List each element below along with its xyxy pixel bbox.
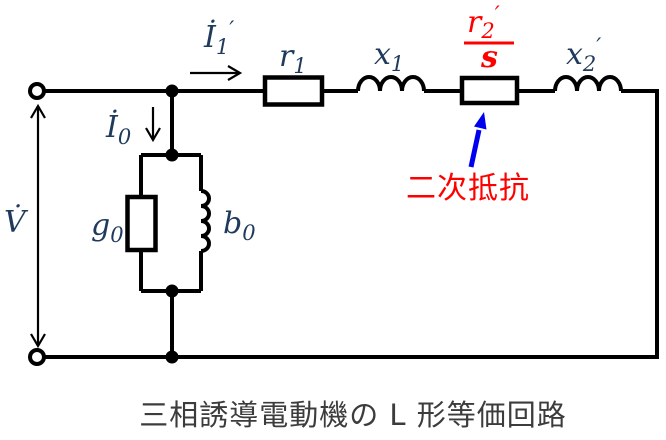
x2-inductor-coil [553, 75, 623, 92]
x1-label: x1 [374, 37, 404, 76]
terminal-top-left [28, 82, 46, 100]
r2s-label-numerator: r2′ [467, 3, 500, 43]
figure-caption: 三相誘導電動機の L 形等価回路 [139, 398, 567, 432]
secondary-resistance-fraction: r2′ s [467, 3, 500, 75]
g0-label: g0 [91, 208, 124, 247]
junction-dot-branch-top [165, 148, 179, 162]
junction-dot-bottom [165, 350, 179, 364]
annotation-arrow [468, 112, 487, 168]
secondary-resistance-annotation: 二次抵抗 [406, 171, 530, 206]
voltage-arrow [30, 103, 46, 349]
component-labels: V̇ İ1′ İ0 r1 x1 x2′ g0 b0 [4, 18, 601, 247]
r1-label: r1 [279, 39, 307, 78]
annotation-arrow-head [474, 112, 487, 130]
terminal-bottom-left [28, 348, 46, 366]
b0-inductor-coil [200, 189, 211, 253]
i1-current-label: İ1′ [203, 18, 234, 59]
right-and-bottom-wire [44, 89, 659, 359]
x1-inductor-coil [356, 75, 426, 92]
r2s-label-denominator: s [480, 40, 498, 75]
voltage-label: V̇ [4, 205, 29, 240]
i0-current-label: İ0 [105, 109, 131, 149]
junction-dot-branch-bottom [165, 284, 179, 298]
b0-label: b0 [223, 206, 256, 245]
g0-resistor-box [125, 194, 158, 253]
annotation-arrow-shaft [468, 129, 482, 168]
x2-label: x2′ [566, 35, 601, 76]
i1-current-arrow [190, 65, 243, 81]
r2s-resistor-box [459, 75, 520, 106]
junction-dot-top [165, 84, 179, 98]
r1-resistor-box [262, 75, 325, 107]
i0-current-arrow [145, 107, 161, 143]
